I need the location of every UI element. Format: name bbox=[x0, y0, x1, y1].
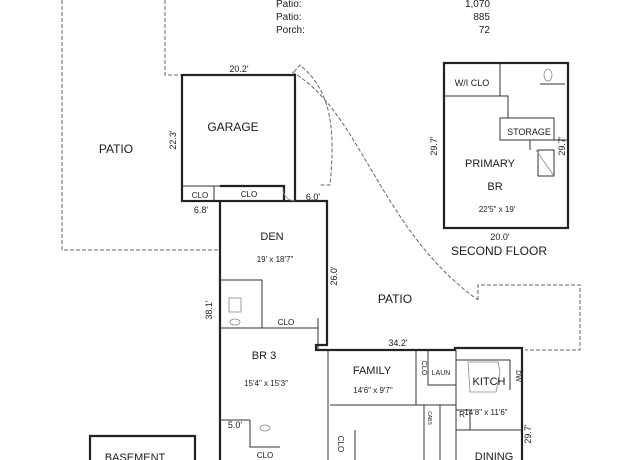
primary-size: 22'5" x 19' bbox=[479, 205, 516, 214]
primary-label: PRIMARY bbox=[465, 158, 516, 170]
garage-top-patio-outline bbox=[164, 0, 182, 76]
second-floor-label: SECOND FLOOR bbox=[451, 244, 547, 258]
den-label: DEN bbox=[260, 231, 283, 243]
area-label-patio-2: Patio: bbox=[276, 12, 302, 23]
garage-width-dim: 20.2' bbox=[229, 64, 249, 74]
primary-left-dim: 29.7' bbox=[429, 136, 439, 156]
laundry-label: LAUN bbox=[432, 370, 451, 377]
dining-label: DINING bbox=[475, 451, 514, 460]
area-table: Patio: 1,070 Patio: 885 Porch: 72 bbox=[276, 0, 490, 36]
sink-icon bbox=[259, 424, 271, 432]
garage-height-dim: 22.3' bbox=[168, 130, 178, 150]
garage-walls bbox=[180, 73, 297, 203]
house-right-walls bbox=[295, 199, 524, 460]
family-clo-label: CLO bbox=[420, 361, 427, 376]
primary-right-dim: 29.7' bbox=[557, 136, 567, 156]
area-value-patio-1: 1,070 bbox=[465, 0, 490, 10]
kitchen-size: 14'8" x 11'6" bbox=[464, 408, 507, 417]
br3-size: 15'4" x 15'3" bbox=[244, 379, 288, 388]
family-size: 14'6" x 9'7" bbox=[353, 386, 393, 395]
fixtures bbox=[228, 68, 555, 432]
area-label-patio-1: Patio: bbox=[276, 0, 302, 10]
family-label: FAMILY bbox=[353, 365, 392, 377]
kitchen-depth-dim: 29.7' bbox=[523, 424, 533, 444]
second-floor-walls bbox=[442, 61, 570, 230]
area-value-porch: 72 bbox=[479, 25, 491, 36]
stairs-icon bbox=[535, 149, 555, 177]
family-width-dim: 34.2' bbox=[388, 338, 408, 348]
dw-label: DW bbox=[514, 370, 521, 382]
den-top-clo-walls bbox=[220, 184, 286, 201]
room-labels: GARAGE PATIO PATIO DEN 19' x 18'7" BR 3 … bbox=[99, 78, 551, 460]
patio-right-label: PATIO bbox=[378, 292, 412, 306]
den-offset-dim: 6.0' bbox=[306, 192, 321, 202]
dimension-labels: 20.2' 22.3' 6.8' 6.0' 26.0' 38.1' 34.2' … bbox=[168, 64, 567, 444]
storage-label: STORAGE bbox=[507, 127, 551, 137]
garage-offset-dim: 6.8' bbox=[194, 205, 209, 215]
wic-label: W/I CLO bbox=[455, 78, 490, 88]
cabs-label: CABS bbox=[426, 411, 432, 425]
patio-left-label: PATIO bbox=[99, 142, 133, 156]
patio-outlines bbox=[61, 0, 581, 351]
primary-width-dim: 20.0' bbox=[490, 232, 510, 242]
walls bbox=[88, 61, 570, 460]
den-top-clo-label: CLO bbox=[241, 190, 257, 199]
porch-outline bbox=[293, 64, 333, 186]
house-height-dim: 38.1' bbox=[204, 300, 214, 320]
closet-labels: CLO CLO CLO CLO CLO CLO DW R CABS bbox=[192, 190, 521, 460]
lower-clo-label: CLO bbox=[336, 436, 345, 452]
door-swing-icon bbox=[282, 188, 296, 202]
basement-label: BASEMENT bbox=[105, 452, 166, 460]
right-patio-outline bbox=[477, 284, 581, 351]
den-depth-dim: 26.0' bbox=[329, 266, 339, 286]
garage-clo-label: CLO bbox=[192, 191, 208, 200]
den-size: 19' x 18'7" bbox=[257, 255, 294, 264]
interior-walls bbox=[182, 63, 568, 460]
kitchen-label: KITCH bbox=[473, 376, 506, 388]
kitchen-counter-icon bbox=[467, 361, 501, 393]
basement-walls bbox=[88, 434, 197, 460]
br3-offset-dim: 5.0' bbox=[228, 420, 243, 430]
br3-label: BR 3 bbox=[252, 350, 276, 362]
toilet-icon bbox=[543, 68, 553, 82]
sink-icon bbox=[229, 318, 241, 326]
garage-label: GARAGE bbox=[207, 120, 258, 134]
primary-br-label: BR bbox=[487, 181, 502, 193]
refrigerator-label: R bbox=[459, 410, 465, 419]
area-label-porch: Porch: bbox=[276, 25, 305, 36]
den-clo-label: CLO bbox=[278, 318, 294, 327]
br3-bottom-clo-label: CLO bbox=[257, 451, 273, 460]
left-patio-outline bbox=[61, 0, 220, 251]
toilet-icon bbox=[228, 297, 242, 313]
patio-curve bbox=[291, 71, 479, 301]
area-value-patio-2: 885 bbox=[473, 12, 490, 23]
